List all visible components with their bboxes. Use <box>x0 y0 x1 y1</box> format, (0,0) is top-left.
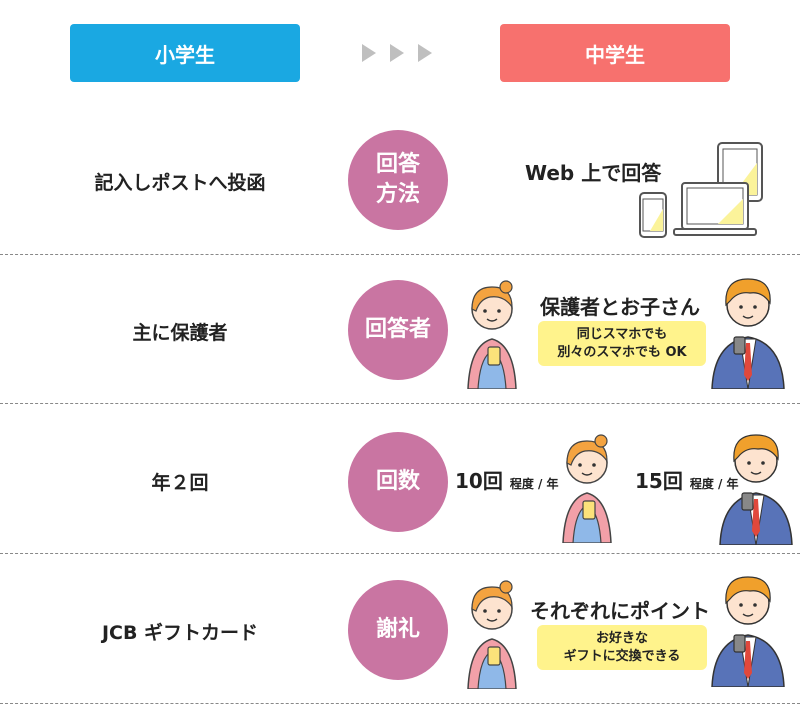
note-line: 同じスマホでも <box>576 327 668 342</box>
woman-with-phone-icon <box>467 580 517 689</box>
row-answer-method: 記入しポストへ投函 回答 方法 Web 上で回答 <box>0 105 800 255</box>
circle-line: 回答 <box>375 152 420 178</box>
circle-line: 方法 <box>375 182 420 207</box>
same-or-different-phone-note: 同じスマホでも 別々のスマホでも OK <box>538 321 706 367</box>
row-divider <box>0 553 800 554</box>
row-divider <box>0 254 800 255</box>
note-line: お好きな <box>595 631 648 646</box>
circle-line: 回数 <box>375 469 420 495</box>
parent-count-number: 15回 <box>635 469 683 493</box>
man-with-phone-icon <box>711 278 785 389</box>
child-count-unit: 程度 / 年 <box>509 477 559 491</box>
row-divider <box>0 703 800 704</box>
elementary-label: 小学生 <box>70 24 300 82</box>
elementary-respondent-text: 主に保護者 <box>132 322 228 344</box>
note-line: ギフトに交換できる <box>563 648 681 664</box>
frequency-circle: 回数 <box>348 432 448 532</box>
elementary-frequency-text: 年２回 <box>151 472 209 494</box>
man-with-phone-icon <box>719 434 793 545</box>
elementary-reward-text: JCB ギフトカード <box>101 622 259 644</box>
row-divider <box>0 403 800 404</box>
circle-line: 回答者 <box>364 317 431 343</box>
parent-count-unit: 程度 / 年 <box>689 477 739 491</box>
triple-triangle-right-icon <box>362 44 432 62</box>
circle-line: 謝礼 <box>375 617 420 643</box>
reward-circle: 謝礼 <box>348 580 448 680</box>
parent-count-text: 15回 程度 / 年 <box>635 465 739 494</box>
child-count-number: 10回 <box>455 469 503 493</box>
gift-exchange-note: お好きな ギフトに交換できる <box>537 625 707 671</box>
respondent-circle: 回答者 <box>348 280 448 380</box>
web-answer-text: Web 上で回答 <box>525 161 662 185</box>
man-with-phone-icon <box>711 576 785 687</box>
child-count-text: 10回 程度 / 年 <box>455 465 559 494</box>
row-respondent: 主に保護者 回答者 保護者とお子さん 同じスマホでも 別々のスマホでも OK <box>0 255 800 405</box>
woman-with-phone-icon <box>467 280 517 389</box>
woman-with-phone-icon <box>562 434 612 543</box>
answer-method-circle: 回答 方法 <box>348 130 448 230</box>
elementary-method-text: 記入しポストへ投函 <box>94 172 266 194</box>
junior-high-label: 中学生 <box>500 24 730 82</box>
parent-and-child-text: 保護者とお子さん <box>540 295 700 319</box>
row-reward: JCB ギフトカード 謝礼 それぞれにポイント お好きな ギフトに交換できる <box>0 555 800 705</box>
points-each-text: それぞれにポイント <box>530 599 710 623</box>
row-frequency: 年２回 回数 10回 程度 / 年 15回 程度 / 年 <box>0 405 800 555</box>
devices-icon <box>639 142 763 238</box>
note-line: 別々のスマホでも OK <box>557 344 687 360</box>
